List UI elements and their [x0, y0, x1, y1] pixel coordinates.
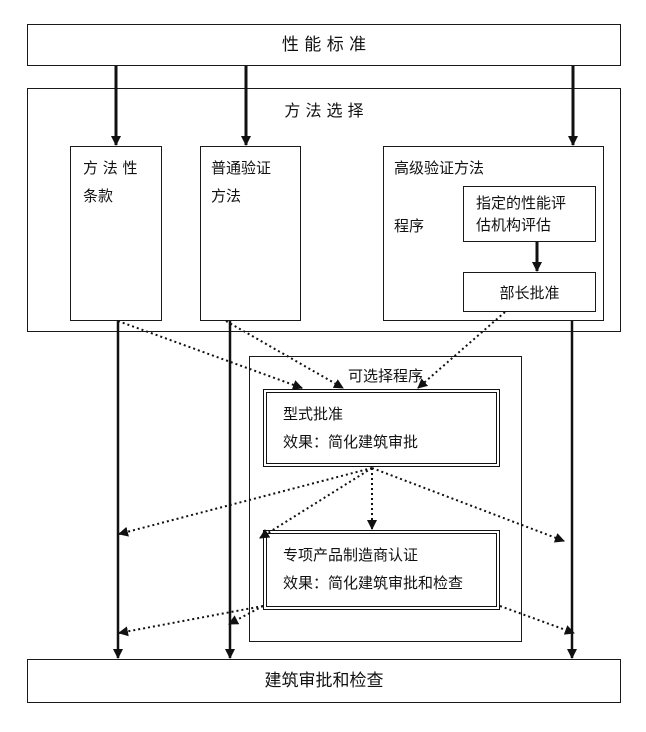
prescriptive-line1: 方 法 性	[83, 159, 138, 177]
building-approval-box: 建筑审批和检查	[27, 659, 621, 703]
type-approval-box: 型式批准 效果：简化建筑审批	[263, 389, 500, 467]
performance-standard-box: 性 能 标 准	[27, 24, 621, 66]
type-approval-title: 型式批准	[283, 405, 344, 423]
designated-evaluation-box: 指定的性能评 估机构评估	[463, 186, 596, 242]
general-verification-box: 普通验证 方法	[200, 146, 301, 321]
general-line1: 普通验证	[211, 159, 272, 177]
optional-procedure-label: 可选择程序	[347, 367, 423, 385]
type-approval-effect: 效果：简化建筑审批	[283, 433, 419, 451]
performance-standard-label: 性 能 标 准	[281, 35, 367, 55]
general-line2: 方法	[211, 187, 242, 205]
method-selection-label: 方 法 选 择	[284, 101, 364, 120]
prescriptive-line2: 条款	[83, 187, 114, 205]
dotted-manufacturer-to-left	[118, 605, 264, 637]
minister-approval-box: 部长批准	[463, 272, 596, 312]
manufacturer-cert-effect: 效果：简化建筑审批和检查	[283, 574, 464, 592]
building-approval-label: 建筑审批和检查	[264, 671, 384, 691]
manufacturer-certification-box: 专项产品制造商认证 效果：简化建筑审批和检查	[263, 530, 500, 610]
advanced-procedure-label: 程序	[394, 217, 425, 235]
advanced-title: 高级验证方法	[394, 159, 485, 177]
evaluation-line2: 估机构评估	[476, 216, 552, 234]
manufacturer-cert-title: 专项产品制造商认证	[283, 546, 419, 564]
evaluation-line1: 指定的性能评	[476, 194, 567, 212]
prescriptive-clauses-box: 方 法 性 条款	[70, 146, 162, 321]
minister-approval-label: 部长批准	[499, 284, 560, 302]
